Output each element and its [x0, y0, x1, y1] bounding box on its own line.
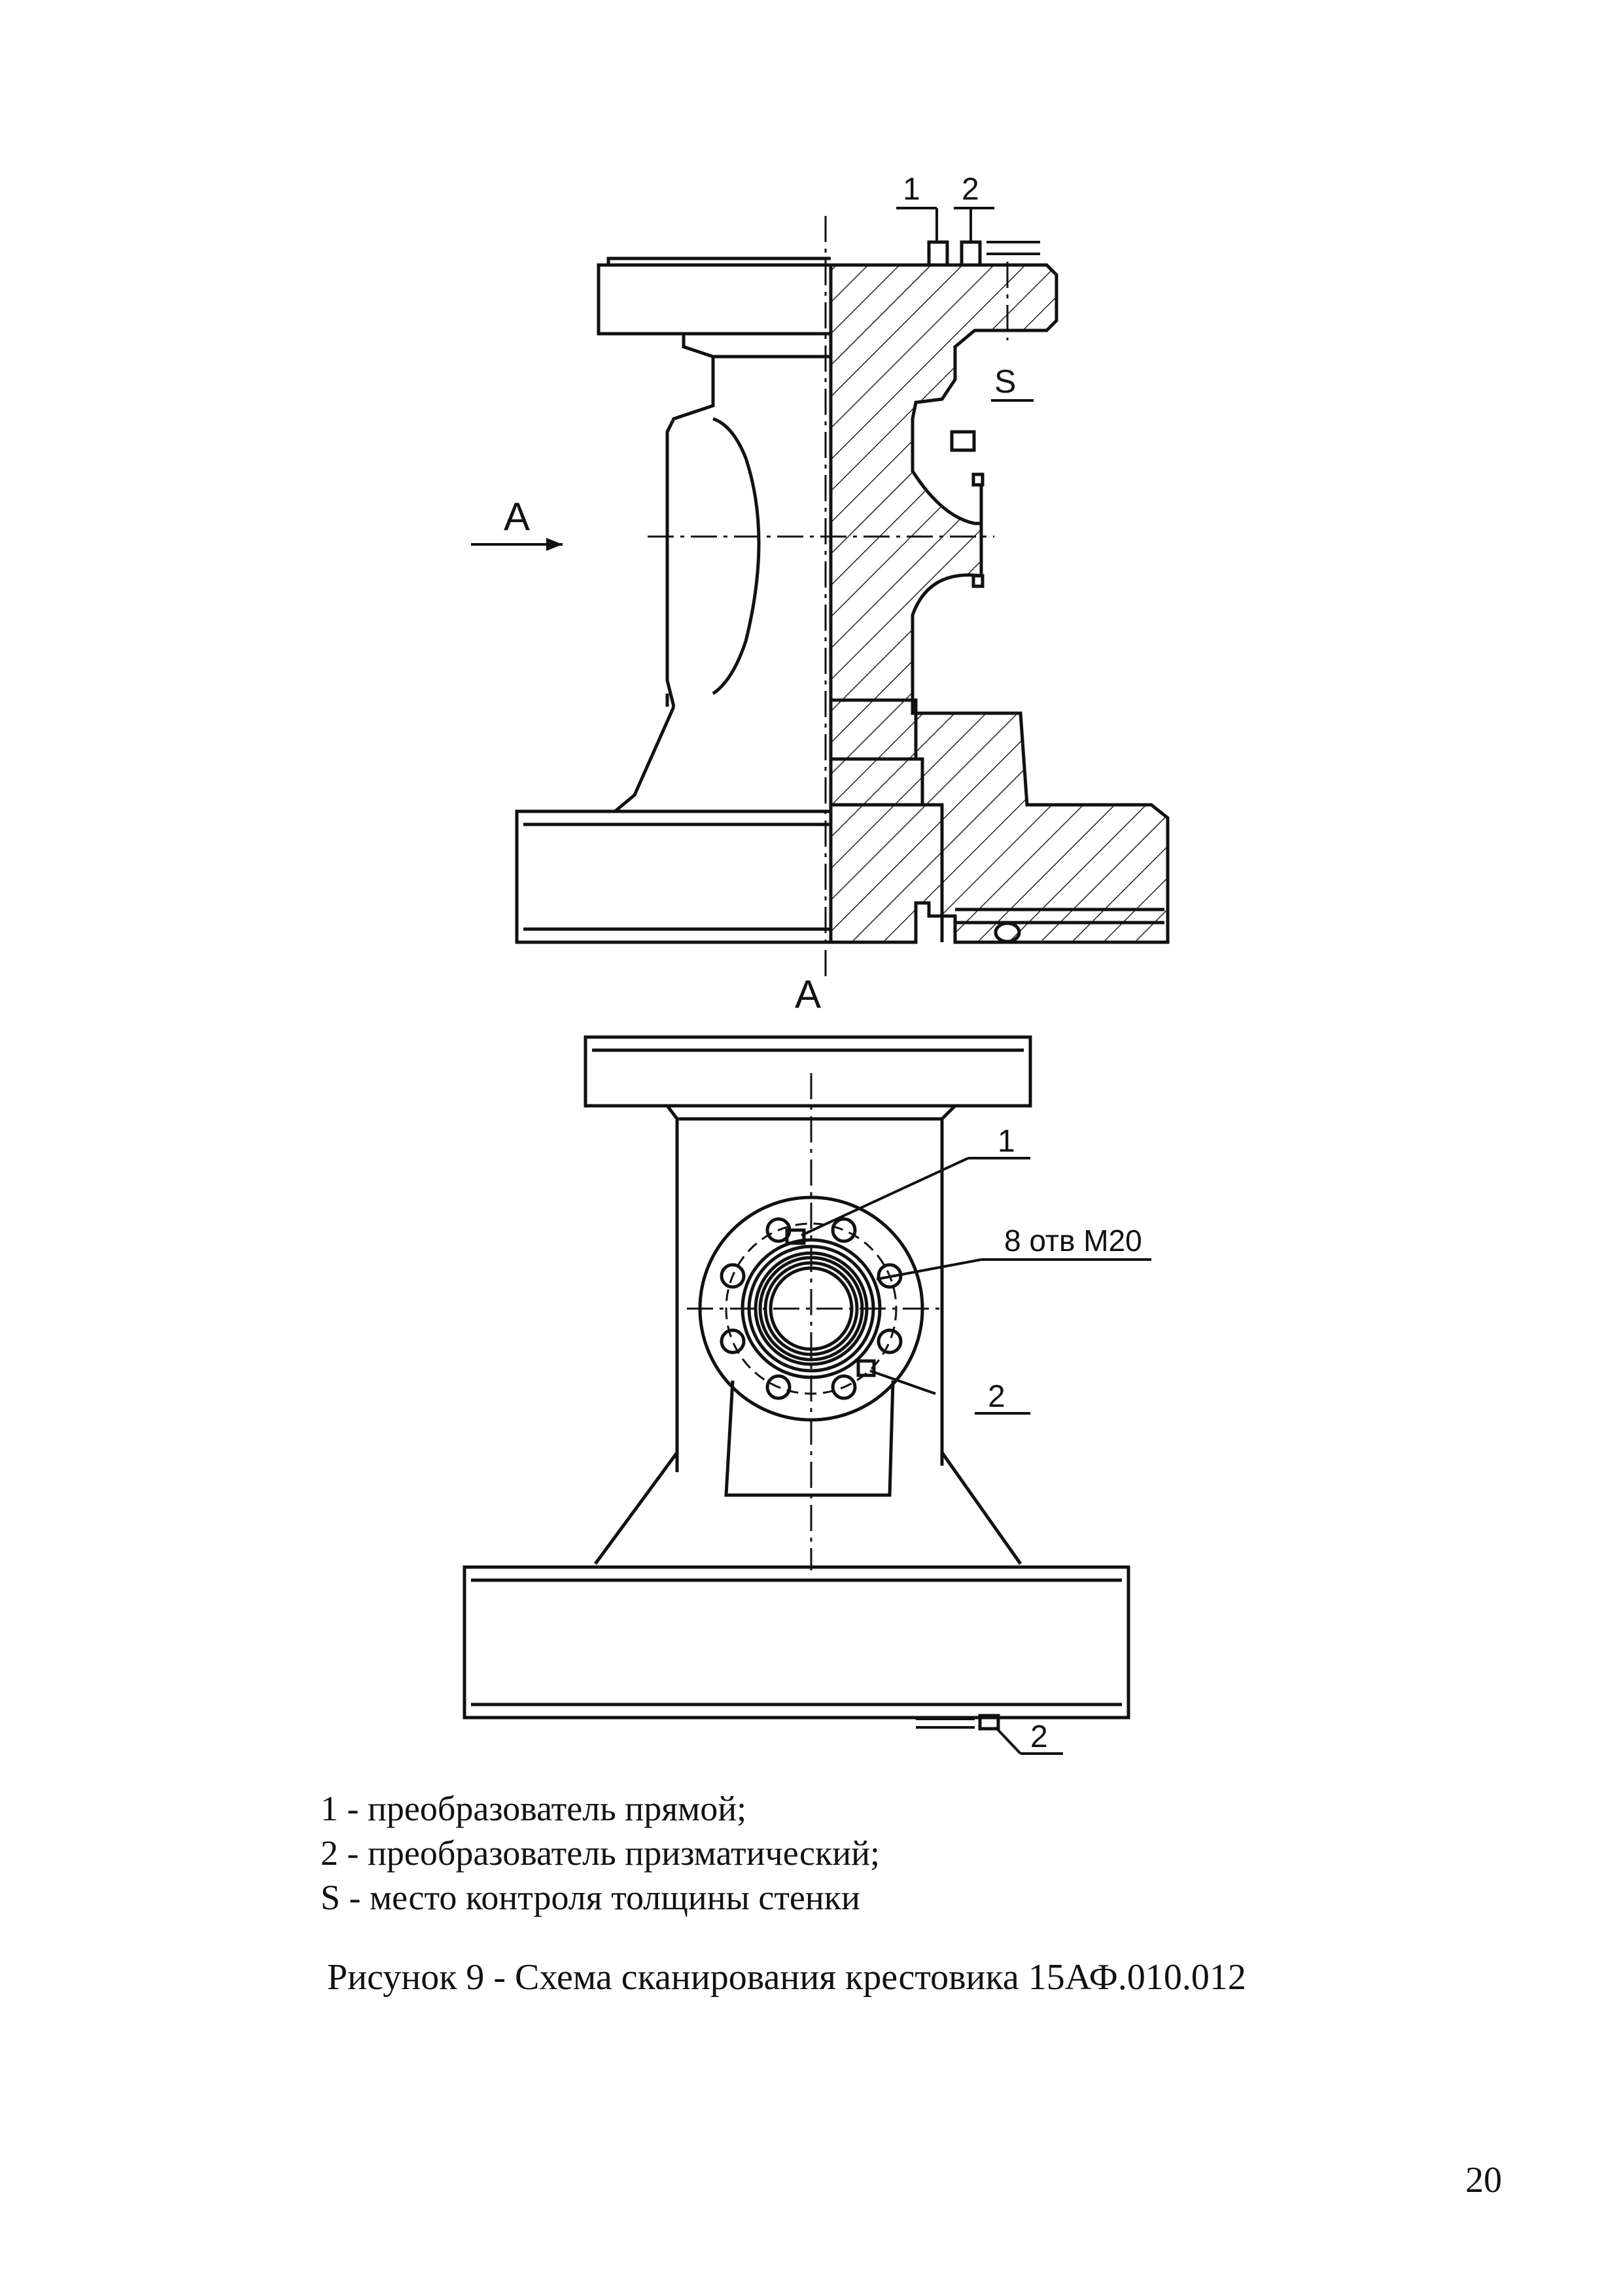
- legend-item-1: 1 - преобразователь прямой;: [321, 1789, 747, 1828]
- label-a-view: A: [795, 972, 821, 1016]
- technical-drawing: 1 2 S A A: [462, 172, 1170, 1755]
- label-2-bottom: 2: [1030, 1720, 1048, 1754]
- legend-item-s: S - место контроля толщины стенки: [321, 1878, 860, 1917]
- label-s: S: [994, 363, 1016, 400]
- label-2-view: 2: [988, 1379, 1005, 1414]
- page-number: 20: [1465, 2160, 1502, 2200]
- label-a-arrow: A: [504, 495, 530, 539]
- view-a: [462, 1035, 1130, 1731]
- legend-item-2: 2 - преобразователь призматический;: [321, 1833, 881, 1873]
- label-2-top: 2: [962, 172, 979, 207]
- figure-caption: Рисунок 9 - Схема сканирования крестовик…: [327, 1957, 1246, 1998]
- label-1-view: 1: [998, 1124, 1015, 1159]
- label-1-top: 1: [903, 172, 920, 207]
- label-holes: 8 отв М20: [1004, 1224, 1142, 1258]
- legend: 1 - преобразователь прямой; 2 - преобраз…: [321, 1786, 880, 1920]
- section-view: [515, 240, 1170, 944]
